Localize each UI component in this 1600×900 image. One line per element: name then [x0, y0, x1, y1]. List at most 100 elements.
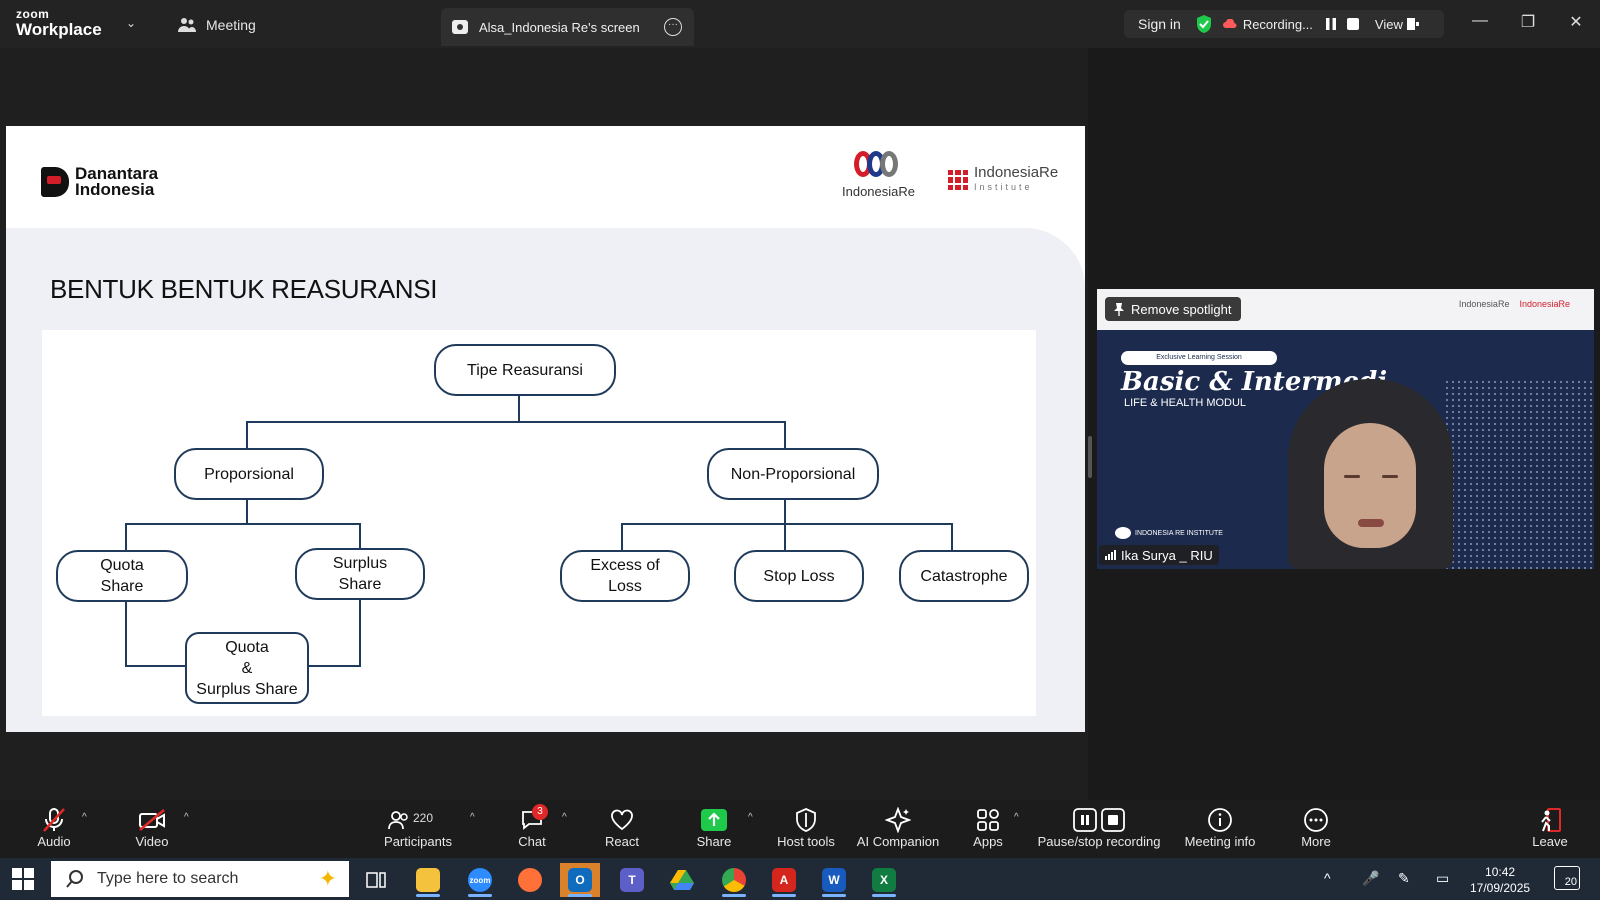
- chat-button[interactable]: 3 Chat: [514, 804, 550, 854]
- meeting-info-button[interactable]: Meeting info: [1182, 806, 1258, 854]
- tray-display-icon[interactable]: ▭: [1436, 870, 1450, 886]
- word-icon[interactable]: W: [814, 863, 854, 897]
- chevron-down-icon[interactable]: ⌄: [126, 16, 137, 30]
- clock-time: 10:42: [1485, 865, 1516, 879]
- connector-left-quota: [125, 500, 248, 550]
- panel-splitter-handle[interactable]: [1088, 436, 1092, 478]
- indonesia-re-logo: IndonesiaRe: [842, 151, 915, 199]
- view-label: View: [1374, 16, 1403, 32]
- apps-options-chevron-icon[interactable]: ^: [1014, 812, 1019, 823]
- firefox-icon[interactable]: [510, 863, 550, 897]
- participants-options-chevron-icon[interactable]: ^: [470, 812, 475, 823]
- tray-mic-icon[interactable]: 🎤: [1362, 870, 1380, 886]
- file-explorer-icon[interactable]: [408, 863, 448, 897]
- participants-count: 220: [413, 811, 434, 825]
- chat-badge: 3: [532, 804, 548, 820]
- title-bar: zoom Workplace ⌄ Meeting Alsa_Indonesia …: [0, 0, 1600, 48]
- stop-icon[interactable]: [1346, 18, 1359, 30]
- danantara-line-1: Danantara: [75, 164, 159, 183]
- pause-icon[interactable]: [1325, 18, 1337, 30]
- diagram-connectors: [125, 396, 953, 667]
- pause-recording-icon: [1073, 808, 1097, 832]
- brand-workplace: Workplace: [16, 20, 102, 39]
- reinsurance-diagram: Tipe Reasuransi Proporsional Non-Propors…: [42, 330, 1036, 716]
- audio-button[interactable]: Audio: [34, 806, 74, 854]
- tab-more-icon[interactable]: ···: [664, 18, 682, 36]
- recording-label: Recording...: [1242, 16, 1313, 32]
- outlook-icon[interactable]: O: [560, 863, 600, 897]
- windows-start-icon[interactable]: [12, 868, 34, 890]
- tray-chevron-up-icon[interactable]: ^: [1324, 870, 1331, 886]
- meeting-info-label: Meeting info: [1184, 834, 1256, 849]
- share-button[interactable]: Share: [696, 806, 732, 854]
- notification-center-icon[interactable]: 20: [1554, 866, 1580, 890]
- connector-left-surplus: [247, 523, 361, 550]
- chat-label: Chat: [518, 834, 546, 849]
- restore-icon[interactable]: ❐: [1520, 14, 1536, 31]
- video-button[interactable]: Video: [130, 806, 174, 854]
- react-label: React: [605, 834, 639, 849]
- teams-icon[interactable]: T: [612, 863, 652, 897]
- taskbar-search-box[interactable]: Type here to search ✦: [51, 861, 349, 897]
- chat-options-chevron-icon[interactable]: ^: [562, 812, 567, 823]
- pause-stop-recording-button[interactable]: Pause/stop recording: [1038, 806, 1160, 854]
- audio-options-chevron-icon[interactable]: ^: [82, 812, 87, 823]
- participant-video-tile[interactable]: IndonesiaRe IndonesiaRe Remove spotlight…: [1097, 289, 1594, 569]
- institute-sub: Institute: [974, 182, 1033, 192]
- video-options-chevron-icon[interactable]: ^: [184, 812, 189, 823]
- institute-name: IndonesiaRe: [974, 164, 1059, 181]
- signal-bars-icon: [1105, 550, 1116, 560]
- tray-pen-icon[interactable]: ✎: [1398, 870, 1410, 886]
- heart-icon: [611, 809, 633, 831]
- remove-spotlight-button[interactable]: Remove spotlight: [1105, 297, 1242, 321]
- share-options-chevron-icon[interactable]: ^: [748, 812, 753, 823]
- more-button[interactable]: More: [1298, 806, 1334, 854]
- node-quota-share: Quota Share: [56, 550, 188, 602]
- video-logos: IndonesiaRe IndonesiaRe: [1459, 299, 1570, 309]
- sign-in-button[interactable]: Sign in: [1138, 16, 1181, 32]
- indonesia-re-institute-logo: IndonesiaRe Institute: [948, 164, 1059, 194]
- apps-button[interactable]: Apps: [968, 806, 1008, 854]
- task-view-icon[interactable]: [356, 863, 396, 897]
- tab-shared-screen-label: Alsa_Indonesia Re's screen: [479, 19, 640, 35]
- mic-muted-icon: [43, 808, 65, 832]
- dot-pattern: [1444, 379, 1594, 569]
- participant-person: [1288, 379, 1453, 569]
- tab-meeting[interactable]: Meeting: [178, 12, 256, 38]
- ai-companion-button[interactable]: AI Companion: [856, 806, 940, 854]
- taskbar-clock[interactable]: 10:42 17/09/2025: [1470, 864, 1530, 896]
- chrome-icon[interactable]: [714, 863, 754, 897]
- ai-companion-label: AI Companion: [856, 834, 940, 849]
- excel-icon[interactable]: X: [864, 863, 904, 897]
- clock-date: 17/09/2025: [1470, 881, 1531, 895]
- react-button[interactable]: React: [604, 806, 640, 854]
- zoom-app-icon[interactable]: zoom: [460, 863, 500, 897]
- video-logo-2: IndonesiaRe: [1519, 299, 1570, 309]
- view-button[interactable]: View: [1375, 17, 1419, 32]
- session-pill: Exclusive Learning Session: [1121, 351, 1277, 365]
- participants-button[interactable]: 220 Participants: [380, 806, 456, 854]
- brand-zoom: zoom: [16, 7, 50, 21]
- meeting-toolbar: Audio ^ Video ^ 220 Participants ^ 3 Cha…: [0, 800, 1600, 858]
- node-tipe-reasuransi: Tipe Reasuransi: [434, 344, 616, 396]
- recording-status[interactable]: Recording...: [1222, 16, 1313, 32]
- leave-icon: [1541, 808, 1561, 832]
- participant-name: Ika Surya _ RIU: [1121, 547, 1213, 563]
- pause-stop-label: Pause/stop recording: [1037, 834, 1161, 849]
- minimize-icon[interactable]: —: [1472, 12, 1488, 29]
- close-icon[interactable]: ✕: [1569, 14, 1583, 31]
- apps-icon: [977, 809, 999, 831]
- people-icon: [178, 18, 196, 32]
- node-surplus-share: Surplus Share: [295, 548, 425, 600]
- leave-button[interactable]: Leave: [1532, 806, 1568, 854]
- shield-check-icon[interactable]: [1195, 14, 1213, 34]
- notification-count: 20: [1564, 876, 1577, 888]
- windows-taskbar: Type here to search ✦ zoom O T A W X ^ 🎤…: [0, 858, 1600, 900]
- acrobat-icon[interactable]: A: [764, 863, 804, 897]
- institute-text: IndonesiaRe Institute: [974, 164, 1059, 194]
- host-tools-button[interactable]: Host tools: [776, 806, 836, 854]
- google-drive-icon[interactable]: [662, 863, 702, 897]
- zoom-workplace-logo[interactable]: zoom Workplace: [16, 8, 102, 38]
- slide-header: Danantara Indonesia IndonesiaRe Indonesi…: [6, 126, 1085, 228]
- tab-shared-screen[interactable]: Alsa_Indonesia Re's screen ···: [441, 8, 694, 46]
